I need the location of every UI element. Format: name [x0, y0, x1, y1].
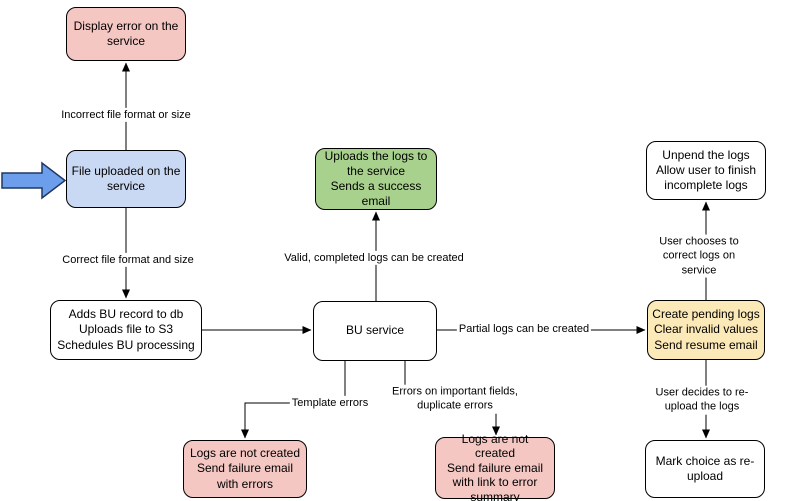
- edge-label-template-errors: Template errors: [289, 395, 371, 411]
- node-adds-bu-record: Adds BU record to db Uploads file to S3 …: [50, 300, 202, 360]
- node-create-pending: Create pending logs Clear invalid values…: [647, 300, 765, 360]
- edge-label-user-corrects: User chooses to correct logs on service: [648, 234, 750, 278]
- node-fail-with-summary: Logs are not created Send failure email …: [435, 432, 555, 501]
- node-file-uploaded: File uploaded on the service: [66, 150, 186, 208]
- edge-label-valid-logs: Valid, completed logs can be created: [282, 250, 466, 266]
- edge-label-correct-format: Correct file format and size: [60, 252, 196, 268]
- node-display-error: Display error on the service: [66, 7, 186, 61]
- edge-label-incorrect-format: Incorrect file format or size: [59, 107, 193, 123]
- node-bu-service: BU service: [313, 301, 437, 361]
- edge-label-important-field-errors: Errors on important fields, duplicate er…: [390, 384, 520, 414]
- node-mark-reupload: Mark choice as re- upload: [645, 440, 765, 498]
- node-upload-success: Uploads the logs to the service Sends a …: [315, 148, 437, 210]
- node-unpend-logs: Unpend the logs Allow user to finish inc…: [646, 141, 766, 200]
- edge-label-partial-logs: Partial logs can be created: [456, 321, 592, 337]
- node-fail-with-errors: Logs are not created Send failure email …: [183, 440, 307, 498]
- entry-pointer-arrow-icon: [1, 161, 67, 200]
- edge-label-user-reuploads: User decides to re-upload the logs: [652, 385, 752, 415]
